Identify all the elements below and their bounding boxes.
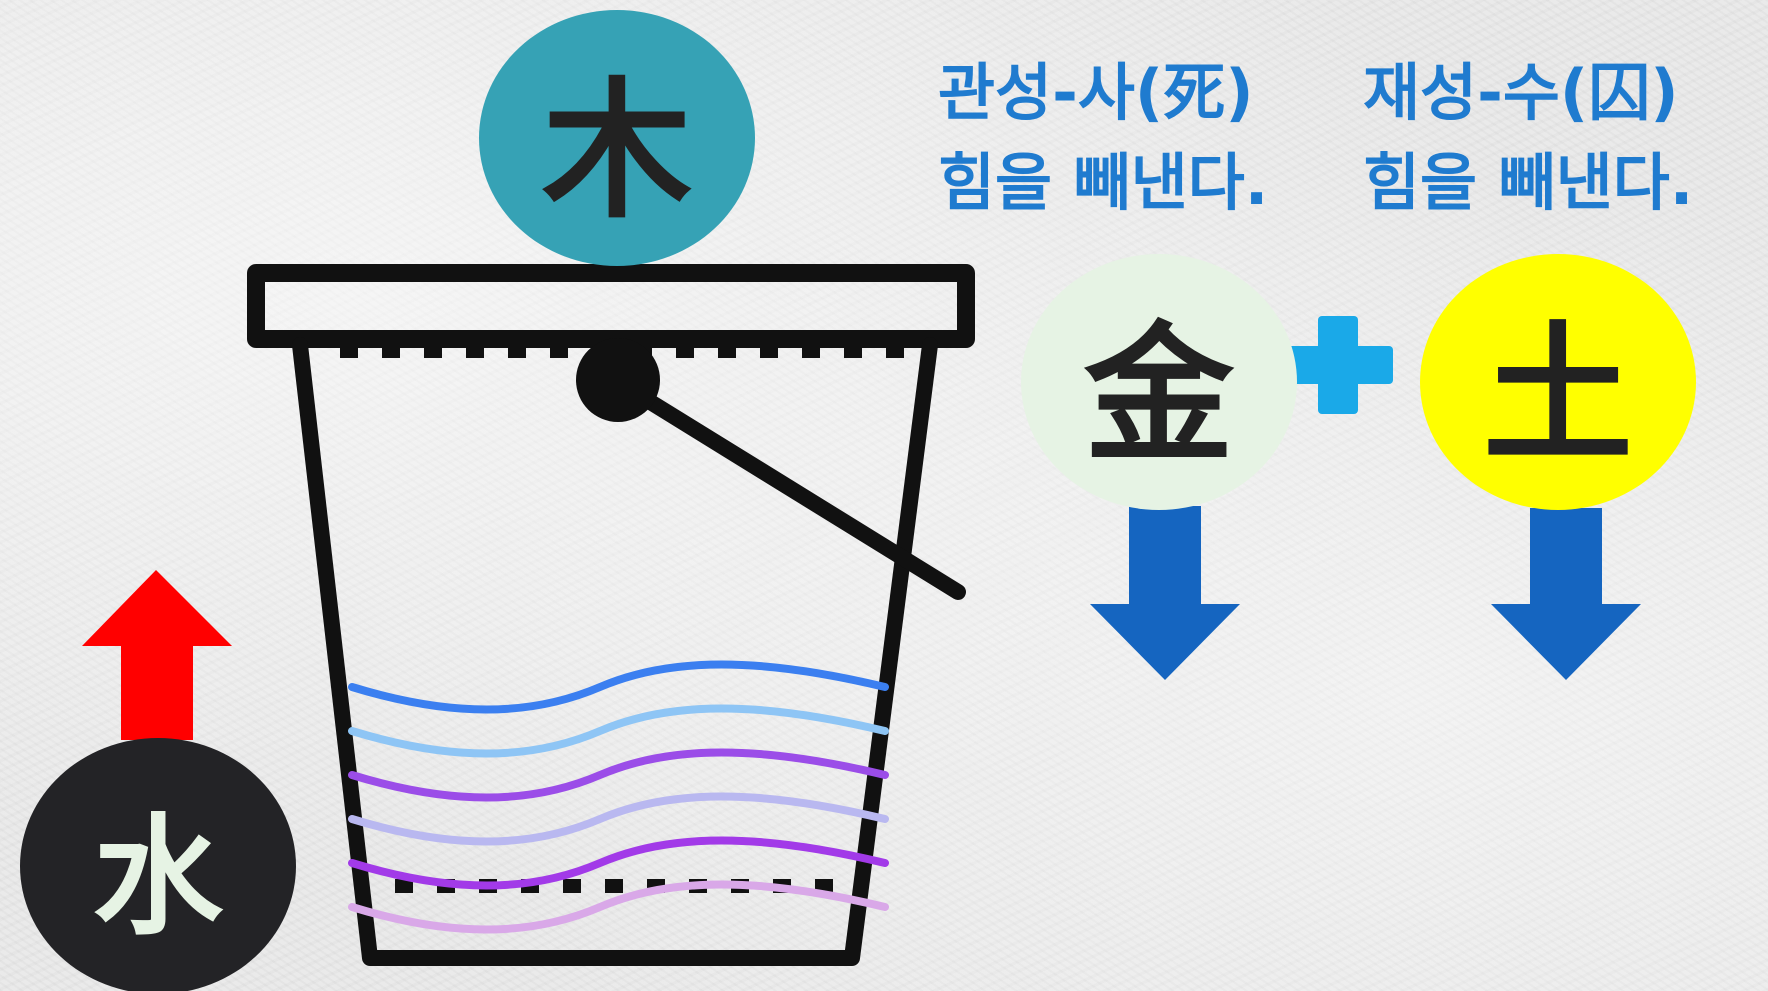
wave-line (348, 748, 889, 802)
wood-element-char: 木 (541, 64, 692, 239)
earth-element-circle: 土 (1420, 254, 1696, 510)
wave-line (348, 792, 889, 846)
water-waves (348, 660, 889, 934)
caption-weaken-right: 힘을 빼낸다. (1363, 146, 1694, 219)
wave-line (348, 704, 889, 758)
water-element-circle: 水 (20, 738, 296, 991)
arrow-down-icon (1090, 506, 1240, 680)
wave-line (348, 880, 889, 934)
bucket-handle (610, 374, 966, 600)
plus-icon (1283, 316, 1393, 414)
bucket-handle-knob (576, 338, 660, 422)
caption-gwanseong: 관성-사(死) (938, 56, 1254, 129)
metal-element-circle: 金 (1021, 254, 1297, 510)
arrow-up-icon (82, 570, 232, 740)
caption-jaeseong: 재성-수(囚) (1363, 56, 1679, 129)
wave-line (348, 660, 889, 714)
metal-element-char: 金 (1083, 308, 1234, 483)
water-element-char: 水 (92, 801, 223, 953)
bucket-rim (247, 264, 975, 348)
wood-element-circle: 木 (479, 10, 755, 266)
earth-element-char: 土 (1482, 308, 1633, 483)
bucket-body (292, 337, 938, 966)
arrow-down-icon (1491, 508, 1641, 680)
wave-line (348, 836, 889, 890)
caption-weaken-left: 힘을 빼낸다. (938, 146, 1269, 219)
